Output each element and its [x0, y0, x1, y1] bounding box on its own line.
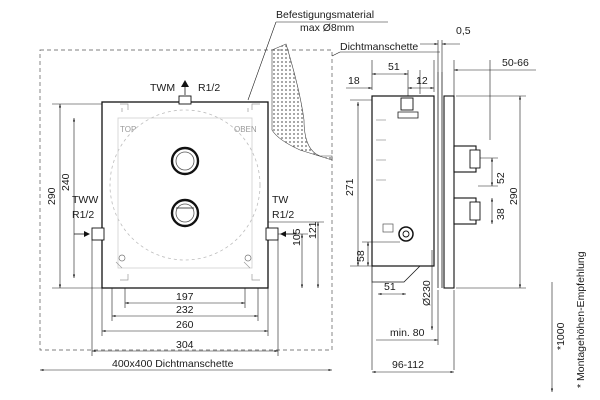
dim-38: 38: [495, 208, 507, 220]
tw-connector: [265, 227, 279, 241]
mounting-box: [101, 101, 269, 289]
cover-plate: [443, 95, 455, 289]
dim-18: 18: [348, 75, 360, 87]
tw-label: TW: [272, 194, 288, 206]
dim-260: 260: [176, 319, 194, 331]
dim-96-112: 96-112: [392, 359, 424, 371]
montage-value: *1000: [555, 322, 567, 350]
twm-connector: [178, 95, 192, 105]
dim-230: Ø230: [421, 280, 433, 306]
dim-290-left: 290: [46, 187, 58, 205]
dim-105: 105: [291, 228, 303, 246]
twm-r-label: R1/2: [198, 82, 220, 94]
montage-label: * Montagehöhen-Empfehlung: [575, 251, 587, 388]
tww-r-label: R1/2: [72, 209, 94, 221]
valve-upper: [170, 146, 200, 176]
tww-label: TWW: [72, 194, 98, 206]
dim-58: 58: [355, 250, 367, 262]
dim-51-top: 51: [388, 61, 400, 73]
dim-232: 232: [176, 304, 194, 316]
max-label: max Ø8mm: [300, 22, 355, 34]
dichtmanschette-label: Dichtmanschette: [340, 41, 418, 53]
bottom-label: 400x400 Dichtmanschette: [112, 358, 234, 370]
top-label: TOP: [120, 125, 136, 134]
dim-51-bottom: 51: [384, 281, 396, 293]
befestigung-label: Befestigungsmaterial: [276, 9, 374, 21]
side-box: [371, 95, 435, 267]
dim-min-80: min. 80: [390, 327, 425, 339]
valve-lower: [170, 198, 200, 228]
twm-label: TWM: [150, 82, 175, 94]
cover-circle: [109, 109, 261, 261]
oben-label: OBEN: [234, 125, 257, 134]
dim-50-66: 50-66: [502, 57, 529, 69]
dim-0-5: 0,5: [456, 25, 471, 37]
dim-290-right: 290: [508, 187, 520, 205]
side-outlet: [398, 226, 414, 242]
dim-52: 52: [495, 172, 507, 184]
wall-hatch: [271, 43, 333, 161]
dim-304: 304: [176, 339, 194, 351]
dim-271: 271: [344, 178, 356, 196]
dim-197: 197: [176, 291, 194, 303]
dim-240: 240: [60, 173, 72, 191]
dim-12: 12: [416, 75, 428, 87]
inner-frame: [117, 117, 253, 269]
tw-r-label: R1/2: [272, 209, 294, 221]
tww-connector: [91, 227, 105, 241]
front-view: TOP OBEN TWM R1/2 TWW R1/2 TW R1/2: [39, 9, 440, 372]
side-view: 0,5 18 51 12 50-66 271 58 52 38 290 51 Ø…: [344, 25, 587, 392]
dim-121: 121: [307, 221, 319, 239]
